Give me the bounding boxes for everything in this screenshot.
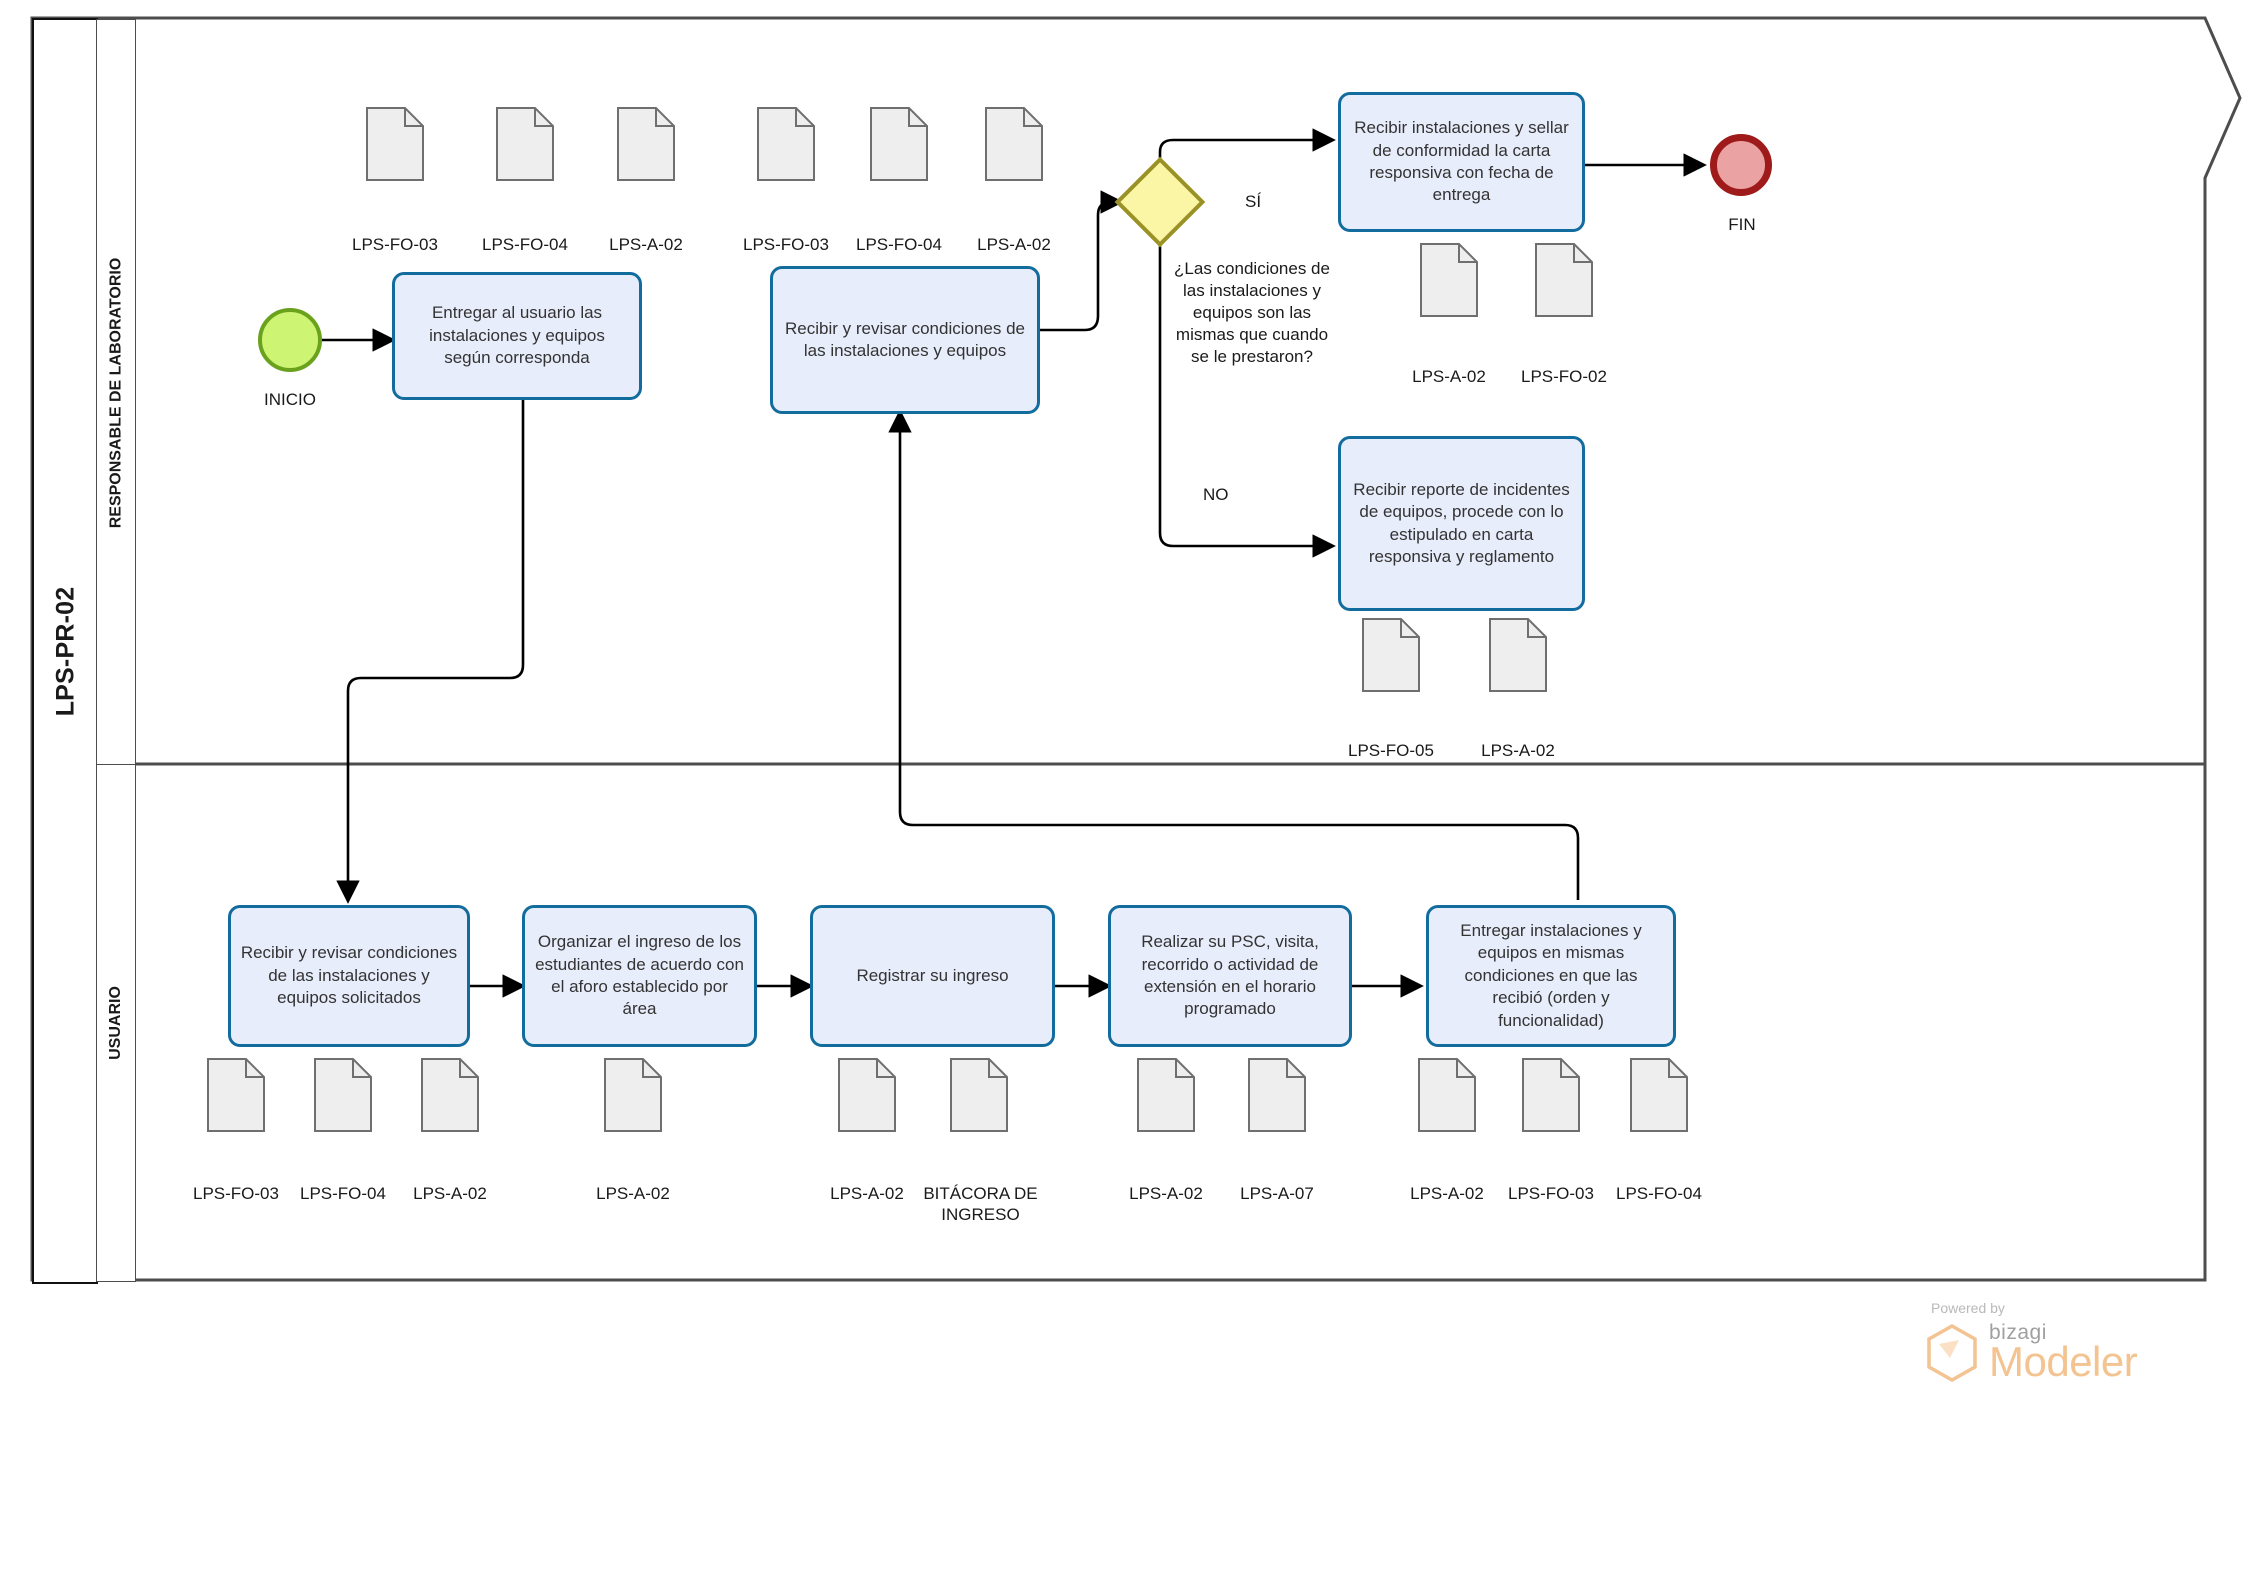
flow-t1-to-t5 [336,400,525,904]
flow-t2-to-gateway [1040,190,1124,332]
bizagi-wordmark: bizagi [1989,1321,2047,1344]
data-object-icon[interactable] [985,107,1043,181]
data-object-icon[interactable] [421,1058,479,1132]
data-object-icon[interactable] [366,107,424,181]
bizagi-branding: Powered by bizagi Modeler [1925,1300,2185,1383]
doc-label: LPS-FO-03 [743,235,829,254]
data-object-icon[interactable] [1137,1058,1195,1132]
doc-label: LPS-A-02 [1412,367,1486,386]
lane-label-responsable: RESPONSABLE DE LABORATORIO [107,257,125,528]
data-object-icon[interactable] [950,1058,1008,1132]
doc-label: LPS-A-02 [596,1184,670,1203]
doc-label: LPS-A-02 [413,1184,487,1203]
gateway-label: ¿Las condiciones de las instalaciones y … [1174,259,1330,367]
data-object-icon[interactable] [757,107,815,181]
lane-header-responsable: RESPONSABLE DE LABORATORIO [96,19,136,766]
pool-title-column: LPS-PR-02 [32,18,98,1284]
data-object-icon[interactable] [1420,243,1478,317]
doc-label: LPS-FO-04 [856,235,942,254]
start-event[interactable] [258,308,322,372]
task-realizar-psc[interactable]: Realizar su PSC, visita, recorrido o act… [1108,905,1352,1047]
doc-label: LPS-FO-03 [1508,1184,1594,1203]
powered-by-label: Powered by [1931,1300,2005,1316]
pool-title: LPS-PR-02 [51,586,80,716]
task-recibir-revisar-solicitados[interactable]: Recibir y revisar condiciones de las ins… [228,905,470,1047]
flow-label-si: SÍ [1245,192,1262,211]
doc-label: LPS-FO-04 [300,1184,386,1203]
task-entregar-mismas-condiciones[interactable]: Entregar instalaciones y equipos en mism… [1426,905,1676,1047]
doc-label: LPS-FO-03 [193,1184,279,1203]
data-object-icon[interactable] [207,1058,265,1132]
end-event-label: FIN [1728,215,1756,234]
data-object-icon[interactable] [870,107,928,181]
data-object-icon[interactable] [1522,1058,1580,1132]
exclusive-gateway[interactable] [1114,156,1206,248]
data-object-icon[interactable] [1535,243,1593,317]
doc-label: LPS-FO-03 [352,235,438,254]
bizagi-hex-logo-icon [1927,1323,1977,1382]
end-event[interactable] [1710,134,1772,196]
task-organizar-ingreso[interactable]: Organizar el ingreso de los estudiantes … [522,905,757,1047]
task-recibir-revisar-condiciones[interactable]: Recibir y revisar condiciones de las ins… [770,266,1040,414]
doc-label: LPS-A-02 [1481,741,1555,760]
doc-label: LPS-FO-04 [1616,1184,1702,1203]
task-recibir-sellar-conformidad[interactable]: Recibir instalaciones y sellar de confor… [1338,92,1585,232]
data-object-icon[interactable] [496,107,554,181]
lane-label-usuario: USUARIO [107,986,124,1060]
doc-label: LPS-FO-02 [1521,367,1607,386]
data-object-icon[interactable] [1630,1058,1688,1132]
data-object-icon[interactable] [838,1058,896,1132]
doc-label: LPS-FO-04 [482,235,568,254]
flow-label-no: NO [1203,485,1229,504]
doc-label: LPS-A-02 [977,235,1051,254]
data-object-icon[interactable] [314,1058,372,1132]
data-object-icon[interactable] [1362,618,1420,692]
doc-label: LPS-A-07 [1240,1184,1314,1203]
doc-label: LPS-A-02 [609,235,683,254]
task-entregar-instalaciones[interactable]: Entregar al usuario las instalaciones y … [392,272,642,400]
data-object-icon[interactable] [604,1058,662,1132]
data-object-icon[interactable] [1489,618,1547,692]
doc-label: LPS-A-02 [830,1184,904,1203]
data-object-icon[interactable] [1248,1058,1306,1132]
data-object-icon[interactable] [1418,1058,1476,1132]
modeler-wordmark: Modeler [1989,1338,2138,1385]
doc-label: LPS-A-02 [1129,1184,1203,1203]
lane-header-usuario: USUARIO [96,764,136,1282]
doc-label: LPS-A-02 [1410,1184,1484,1203]
task-registrar-ingreso[interactable]: Registrar su ingreso [810,905,1055,1047]
doc-label: LPS-FO-05 [1348,741,1434,760]
doc-label: BITÁCORA DE INGRESO [923,1184,1038,1225]
data-object-icon[interactable] [617,107,675,181]
task-recibir-reporte-incidentes[interactable]: Recibir reporte de incidentes de equipos… [1338,436,1585,611]
start-event-label: INICIO [264,390,316,409]
flow-gateway-yes-to-t3 [1158,128,1336,175]
